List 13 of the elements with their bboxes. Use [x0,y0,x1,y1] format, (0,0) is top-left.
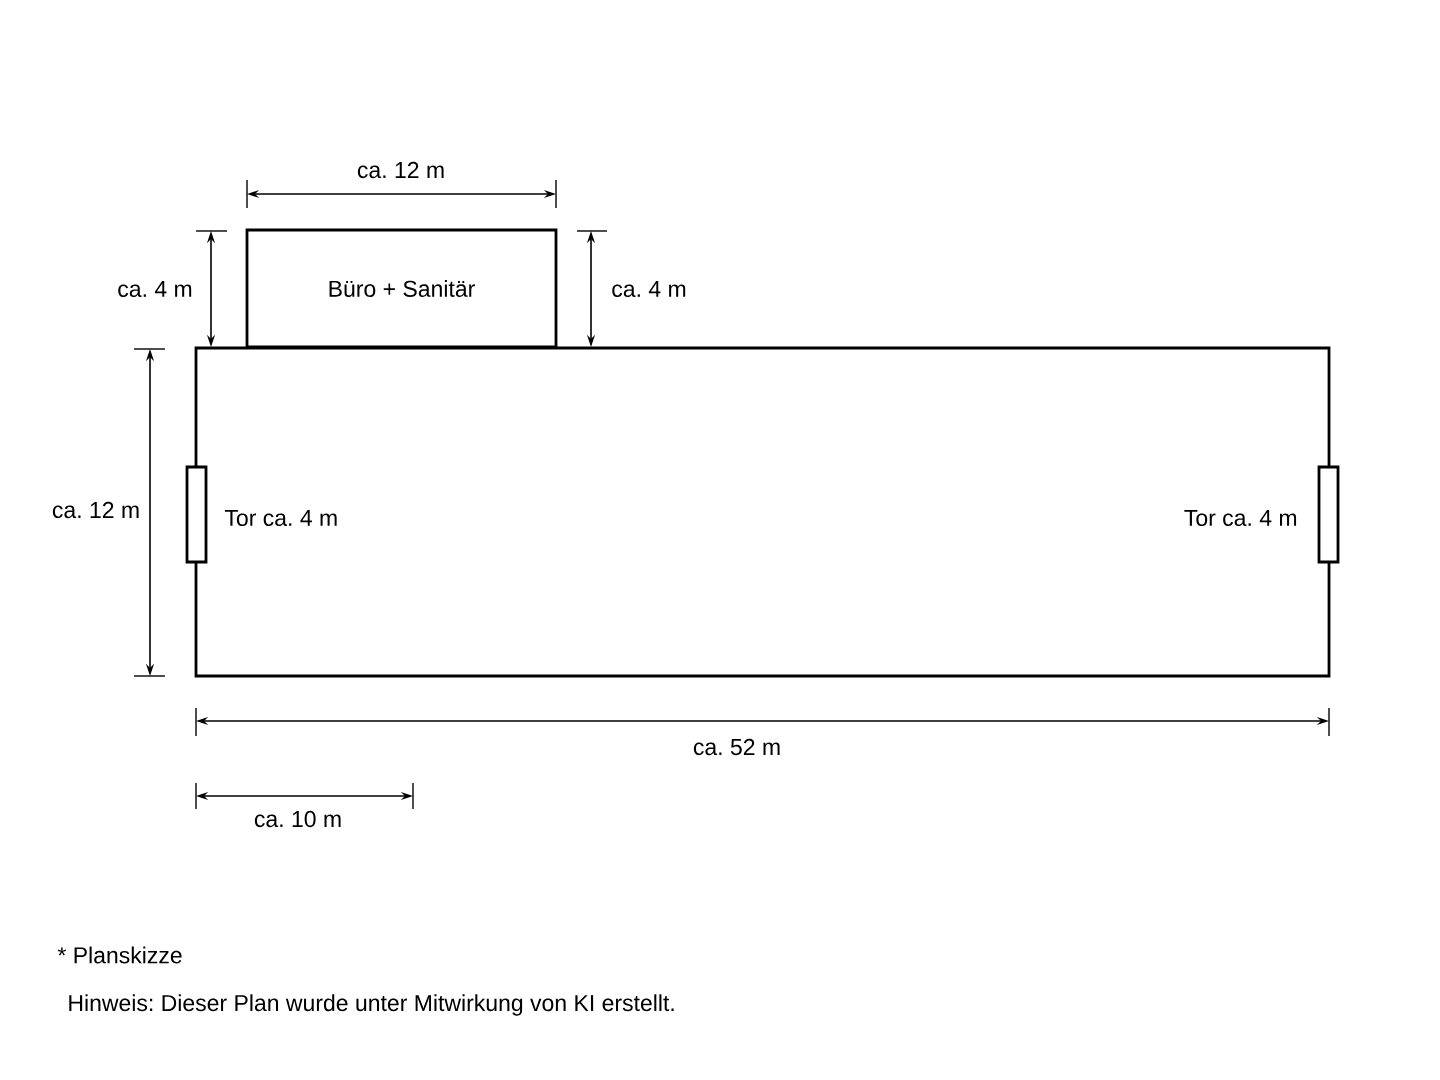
dimension-label: ca. 4 m [118,281,192,297]
dimension-label: ca. 12 m [52,501,139,519]
note-text: Hinweis: Dieser Plan wurde unter Mitwirkung von KI erstellt. [69,994,674,1016]
dimension-label: ca. 4 m [612,281,686,297]
gate-label: Tor ca. 4 m [224,510,337,526]
gate-symbol [185,465,208,564]
dimension-label: ca. 52 m [693,738,780,756]
dimension-label: ca. 12 m [357,161,444,179]
gate-label: Tor ca. 4 m [1184,510,1297,526]
dimension-label: ca. 10 m [254,810,341,828]
office-box: Büro + Sanitär [245,228,558,349]
note-text: * Planskizze [57,946,182,964]
gate-symbol [1317,465,1340,564]
